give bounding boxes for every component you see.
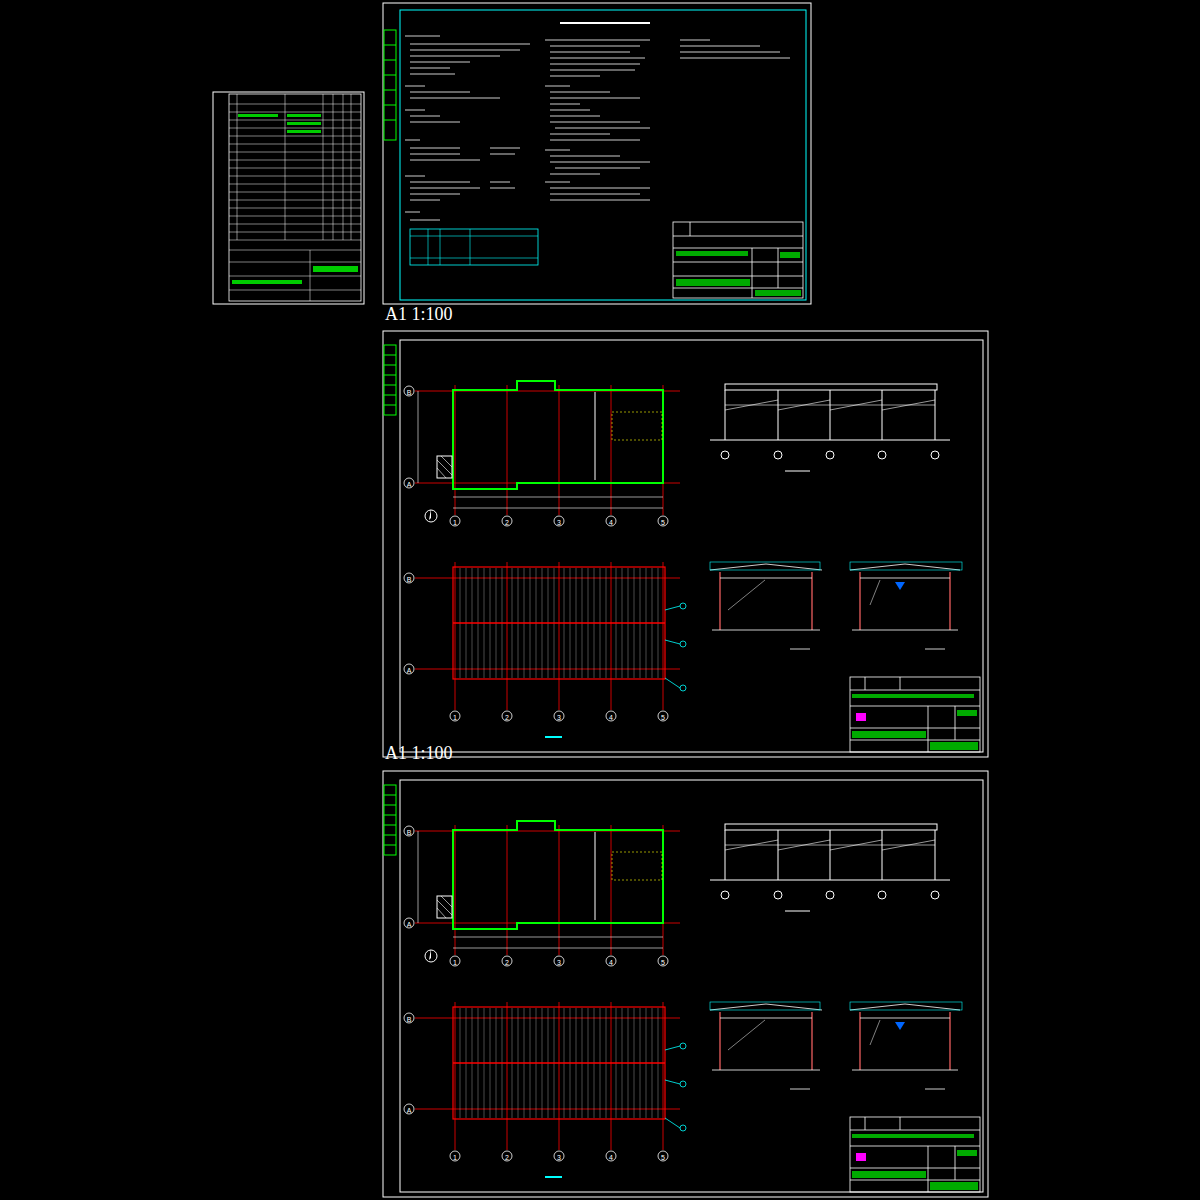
axis-bubble-label: A [407, 480, 412, 487]
axis-bubble-label: 1 [453, 518, 457, 525]
axis-bubble-label: 2 [505, 713, 509, 720]
axis-bubble-label: 3 [557, 713, 561, 720]
axis-bubble-label: 4 [609, 713, 613, 720]
axis-bubble-label: A [407, 666, 412, 673]
axis-bubble-label: 5 [661, 958, 665, 965]
axis-bubble-label: 2 [505, 958, 509, 965]
axis-bubble-label: B [407, 388, 412, 395]
axis-bubble-label: 4 [609, 1153, 613, 1160]
axis-bubble-label: B [407, 575, 412, 582]
axis-bubble-label: 1 [453, 1153, 457, 1160]
axis-bubble-label: 5 [661, 518, 665, 525]
axis-bubble-label: 1 [453, 958, 457, 965]
axis-bubble-label: 4 [609, 958, 613, 965]
axis-bubble-label: 1 [453, 713, 457, 720]
axis-bubble-label: 2 [505, 518, 509, 525]
axis-bubble-label: 3 [557, 518, 561, 525]
axis-bubble-label: A [407, 1106, 412, 1113]
scale-label: A1 1:100 [385, 744, 453, 762]
axis-bubble-label: A [407, 920, 412, 927]
axis-bubble-label: 5 [661, 1153, 665, 1160]
axis-bubble-label: 2 [505, 1153, 509, 1160]
axis-bubble-label: 3 [557, 1153, 561, 1160]
axis-bubble-label: 3 [557, 958, 561, 965]
axis-bubble-label: B [407, 828, 412, 835]
scale-label: A1 1:100 [385, 305, 453, 323]
axis-bubble-label: 4 [609, 518, 613, 525]
axis-bubble-label: 5 [661, 713, 665, 720]
axis-bubble-label: B [407, 1015, 412, 1022]
